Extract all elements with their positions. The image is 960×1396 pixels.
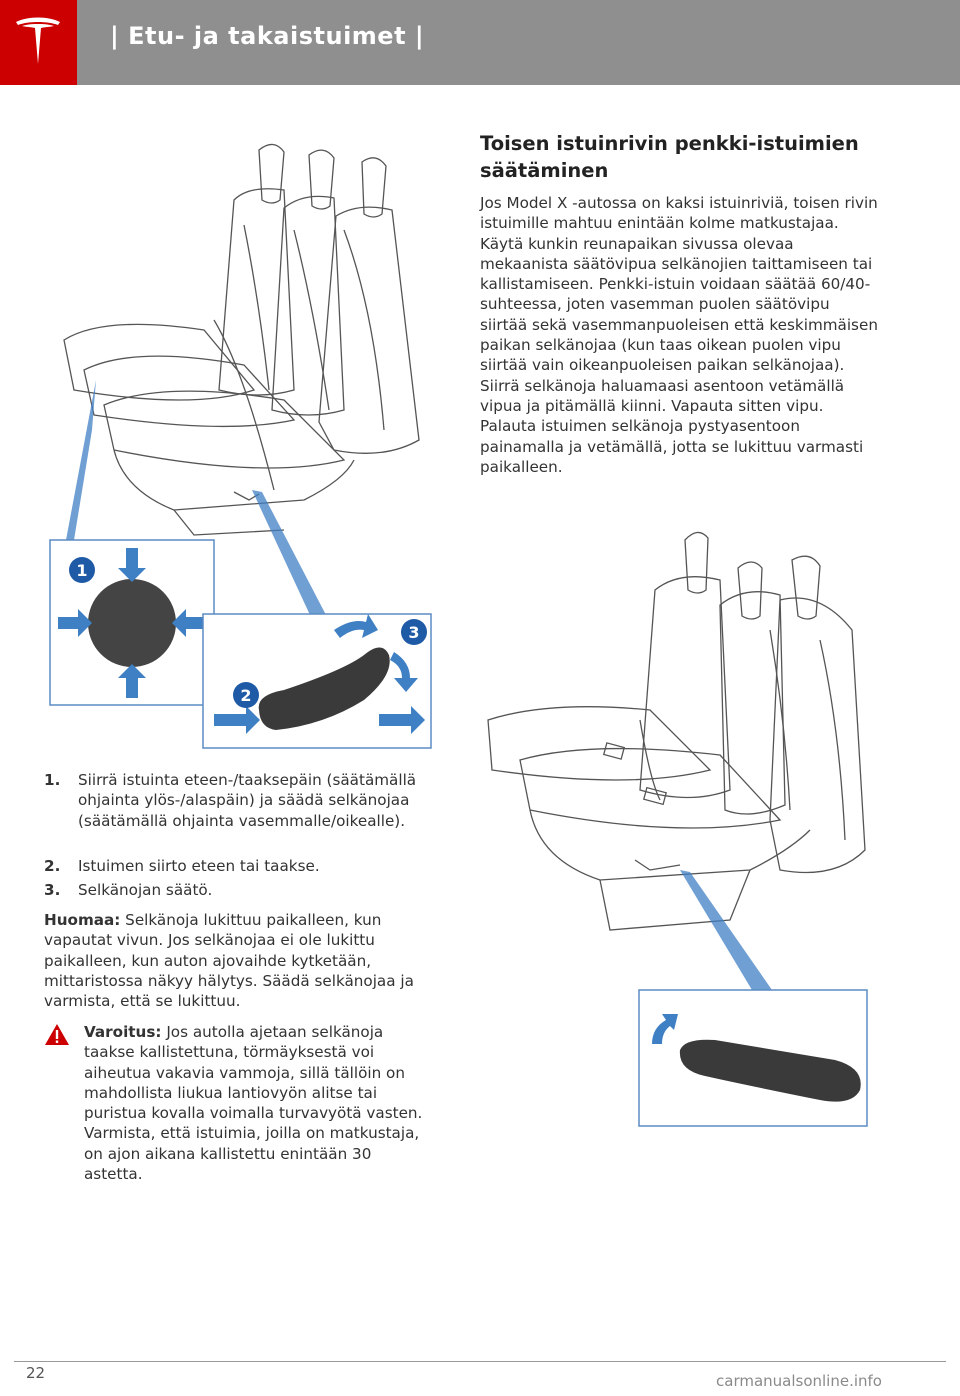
rear-seat-figure <box>487 531 868 1127</box>
warning-text: Jos autolla ajetaan selkänoja taakse kal… <box>84 1023 423 1184</box>
warning-paragraph: Varoitus: Jos autolla ajetaan selkänoja … <box>84 1022 434 1184</box>
warning-icon <box>45 1024 69 1045</box>
page-number: 22 <box>26 1364 46 1382</box>
callout-2: 2 <box>240 686 251 705</box>
section-heading: Toisen istuinrivin penkki-istuimien säät… <box>480 132 859 182</box>
callout-3: 3 <box>408 623 419 642</box>
tesla-logo-icon <box>16 17 60 64</box>
section-title: | Etu- ja takaistuimet | <box>110 22 425 50</box>
tesla-logo-box <box>0 0 77 85</box>
right-paragraph: Jos Model X -autossa on kaksi istuinrivi… <box>480 194 878 476</box>
watermark: carmanualsonline.info <box>716 1372 882 1390</box>
footer-divider <box>14 1361 946 1362</box>
front-seat-figure: 1 3 2 <box>49 143 432 749</box>
page-header: | Etu- ja takaistuimet | <box>0 0 960 85</box>
note-paragraph: Huomaa: Selkänoja lukittuu paikalleen, k… <box>44 910 430 1011</box>
note-text: Selkänoja lukittuu paikalleen, kun vapau… <box>44 911 414 1011</box>
callout-1: 1 <box>76 561 87 580</box>
note-label: Huomaa: <box>44 911 121 929</box>
warning-label: Varoitus: <box>84 1023 162 1041</box>
